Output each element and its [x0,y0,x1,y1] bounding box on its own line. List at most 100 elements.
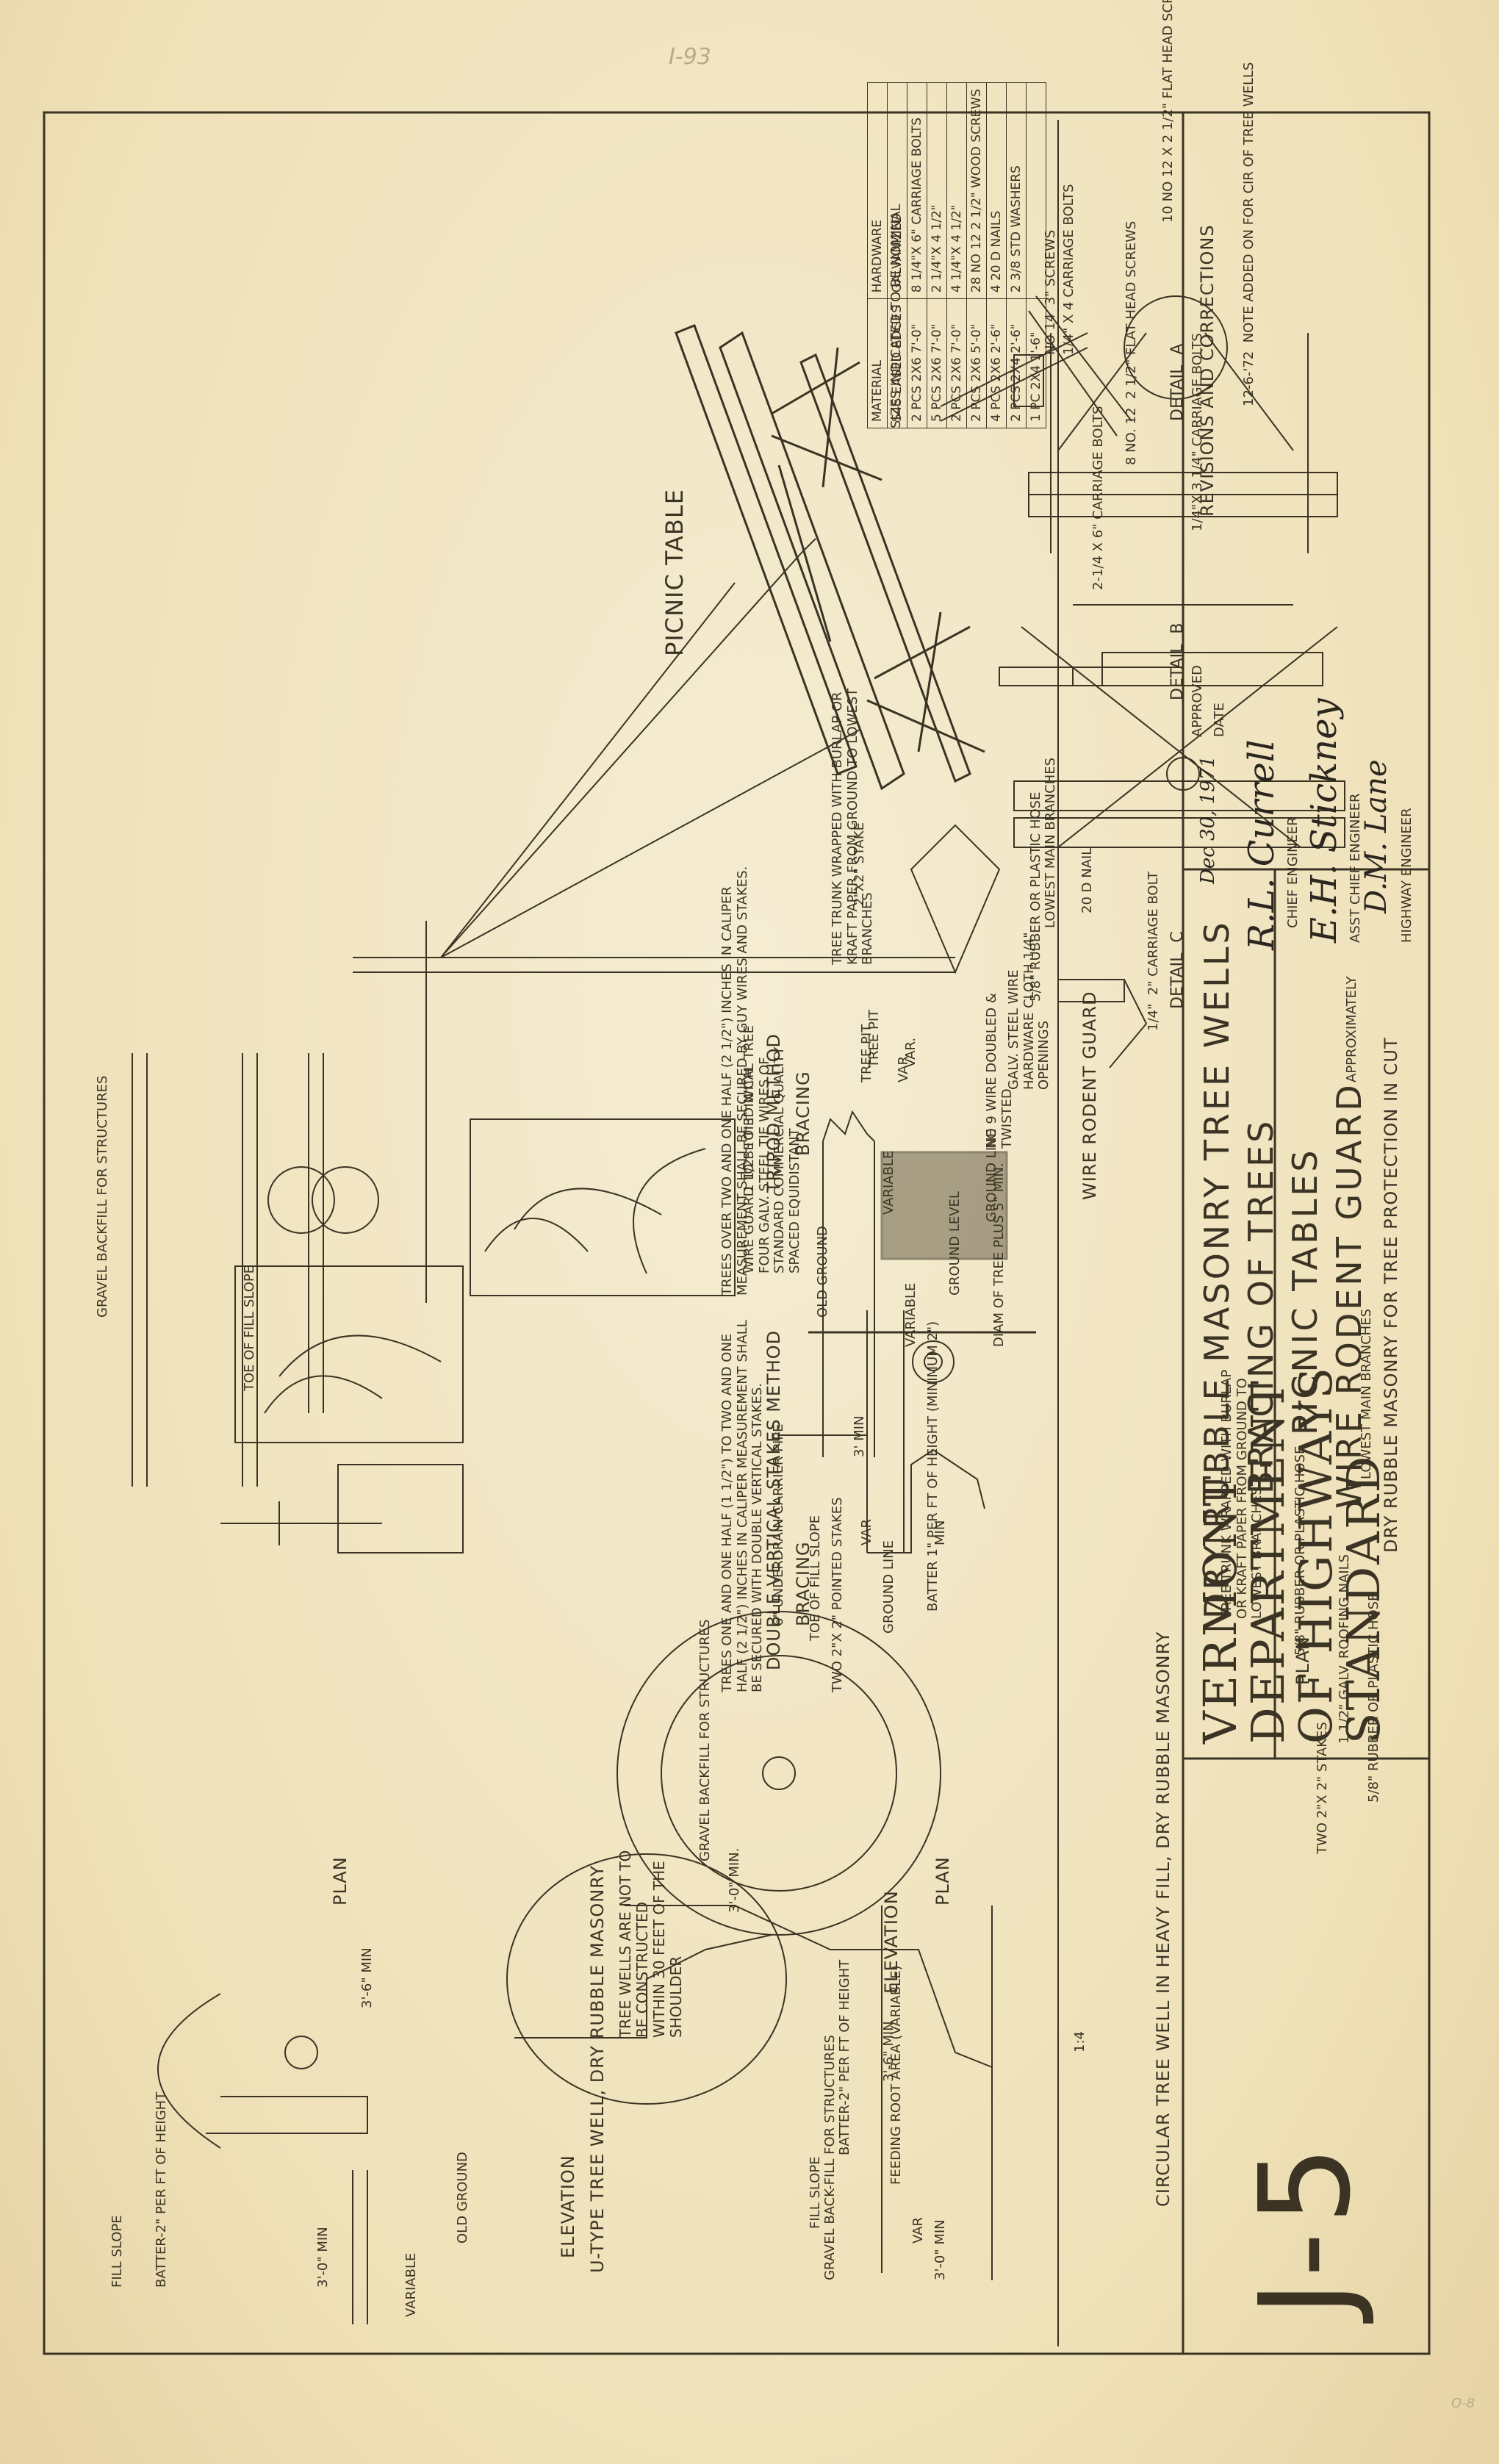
chief-engineer-label: CHIEF ENGINEER [1285,816,1301,928]
material-row: 4 PCS 2X6 2'-6" [986,298,1007,428]
approval-date: Dec 30, 1971 [1197,755,1219,884]
picnic-table-end-view [1013,626,1345,848]
u-well-title: U-TYPE TREE WELL, DRY RUBBLE MASONRY [587,1864,608,2273]
circular-label: 6" UNDERDRAIN CARRIER PIPE [771,1423,786,1626]
materials-footnote: SIZES INDICATED TO BE NOMINAL [888,204,904,428]
u-well-note: TREE WELLS ARE NOT TO BE CONSTRUCTED WIT… [617,1850,685,2038]
circular-label: 1:4 [1072,2031,1088,2052]
u-well-label: 3'-0" MIN [315,2227,331,2288]
double-stake-label: LOWEST MAIN BRANCHES [1359,1308,1374,1479]
material-row: 5 PCS 2X6 7'-0" [927,298,947,428]
circular-label: BATTER-2" PER FT OF HEIGHT [837,1959,852,2155]
double-stake-label: VAR. [903,1037,919,1068]
tripod-label: GROUND LEVEL [947,1191,963,1296]
hardware-row: 28 NO 12 2 1/2" WOOD SCREWS [966,82,987,299]
revision-entry: 12-6-'72 NOTE ADDED ON FOR CIR OF TREE W… [1241,62,1257,406]
tripod-bracing-drawing [353,538,1001,1303]
u-well-label: TOE OF FILL SLOPE [242,1265,257,1391]
material-row: 2 PCS 2X6 7'-0" [946,298,967,428]
double-stake-label: TREE TRUNK WRAPPED WITH BURLAP OR KRAFT … [1219,1369,1265,1619]
detail-a-label: DETAIL A [1168,343,1187,421]
rodent-guard-title: WIRE RODENT GUARD [1079,991,1100,1200]
u-well-label: GRAVEL BACKFILL FOR STRUCTURES [95,1075,110,1318]
double-stake-plan-note: 1 1/2" GALV. ROOFING NAILS [1337,1554,1352,1744]
rodent-note: DIAM OF TREE PLUS 5" MIN. [991,1163,1007,1347]
double-stake-label: APPROXIMATELY [1344,976,1359,1082]
picnic-table-side-view [1028,295,1338,606]
double-stake-plan-note: 5/8" RUBBER OR PLASTIC HOSE [1366,1592,1381,1803]
tripod-label: 5/8" RUBBER OR PLASTIC HOSE [1028,791,1043,1002]
double-stake-label: VARIABLE [903,1282,919,1347]
u-well-label: BATTER-2" PER FT OF HEIGHT [154,2091,169,2288]
detail-drawings [940,295,1184,1068]
detail-note: 1/4"X 3 1/4" CARRIAGE BOLTS [1190,333,1205,531]
highway-engineer-signature: D.M. Lane [1359,759,1393,913]
material-row: 2 PCS 2X4 2'-6" [1006,298,1027,428]
u-well-plan: PLAN [330,1856,351,1906]
double-stake-plan-label: PLAN [1293,1636,1313,1685]
detail-note: 1/4" X 4 CARRIAGE BOLTS [1061,184,1076,355]
u-well-label: 3'-6" MIN [359,1947,375,2008]
hardware-row: 4 1/4"X 4 1/2" [946,82,967,299]
u-well-drawing [157,1464,464,2324]
hardware-row: 8 1/4"X 6" CARRIAGE BOLTS [907,82,927,299]
circular-well-title: CIRCULAR TREE WELL IN HEAVY FILL, DRY RU… [1153,1631,1173,2207]
circular-label: 3'-0" MIN. [727,1847,742,1913]
double-stake-label: GROUND LINE [881,1540,896,1634]
circular-label: GRAVEL BACKFILL FOR STRUCTURES [697,1619,713,1861]
u-well-label: FILL SLOPE [109,2215,125,2288]
hardware-row: 2 3/8 STD WASHERS [1006,82,1027,299]
tripod-subtitle: TRIPOD METHOD [763,1033,784,1193]
material-row: 2 PCS 2X6 7'-0" [907,298,927,428]
material-row: 2 PCS 2X6 5'-0" [966,298,987,428]
highway-engineer-label: HIGHWAY ENGINEER [1399,808,1414,943]
circular-well-drawing [506,1611,993,2280]
picnic-table-title: PICNIC TABLE [661,489,689,656]
detail-note: 1/4" 2" CARRIAGE BOLT [1146,871,1161,1031]
date-label: DATE [1212,703,1227,737]
tripod-label: NO 9 WIRE DOUBLED & TWISTED [984,993,1015,1149]
double-stake-label: TREE PIT [866,1009,882,1068]
double-stake-label: 5/8" RUBBER OR PLASTIC HOSE [1293,1445,1308,1656]
circular-well-plan: PLAN [932,1856,953,1906]
picnic-table-perspective [675,324,985,791]
chief-engineer-signature: R.L. Currell [1241,739,1282,950]
detail-note: 20 D NAIL [1079,847,1095,913]
circular-label: TOE OF FILL SLOPE [808,1515,823,1641]
u-well-label: OLD GROUND [455,2152,470,2244]
circular-label: FILL SLOPE [808,2156,823,2229]
pencil-mark: I-93 [669,44,711,70]
corner-mark: O-8 [1451,2396,1475,2411]
cut-well-label: 3' MIN [852,1415,867,1457]
detail-c-label: DETAIL C [1168,931,1187,1009]
hardware-row: 4 20 D NAILS [986,82,1007,299]
approved-label: APPROVED [1190,665,1205,737]
cut-well-label: BATTER 1" PER FT OF HEIGHT (MINIMUM 2") [925,1321,941,1612]
tripod-label: LOWEST MAIN BRANCHES [1043,757,1058,928]
double-stake-description: TREES ONE AND ONE HALF (1 1/2") TO TWO A… [719,1320,766,1692]
double-stake-drawing [132,1053,464,1487]
cut-well-label: VAR [859,1519,874,1545]
hardware-header: HARDWARE [867,82,888,299]
u-well-elevation: ELEVATION [558,2155,578,2258]
circular-label: 3'-0" MIN [932,2219,948,2280]
rodent-guard-drawing [808,1110,1036,1457]
cut-well-title: DRY RUBBLE MASONRY FOR TREE PROTECTION I… [1381,1037,1401,1553]
tripod-description: TREES OVER TWO AND ONE HALF (2 1/2") INC… [719,866,750,1296]
circular-label: VAR [910,2217,926,2244]
asst-chief-signature: E.H. Stickney [1304,698,1345,943]
detail-note: NO 14 3" SCREWS [1043,229,1058,355]
sheet-border [43,111,1431,2355]
double-stake-plan-note: TWO 2"X 2" STAKES [1315,1722,1330,1854]
circular-label: GRAVEL BACK-FILL FOR STRUCTURES [822,2035,838,2280]
tripod-label: VARIABLE [881,1150,896,1215]
hardware-row: 2 1/4"X 4 1/2" [927,82,947,299]
detail-note: 10 NO 12 X 2 1/2" FLAT HEAD SCREWS [1160,0,1176,223]
detail-b-label: DETAIL B [1168,622,1187,700]
cut-well-drawing [779,1310,985,1554]
material-header: MATERIAL [867,298,888,428]
double-stake-label: TWO 2"X 2" POINTED STAKES [830,1497,845,1692]
tripod-label: 2"X2" STAKE [852,822,867,906]
